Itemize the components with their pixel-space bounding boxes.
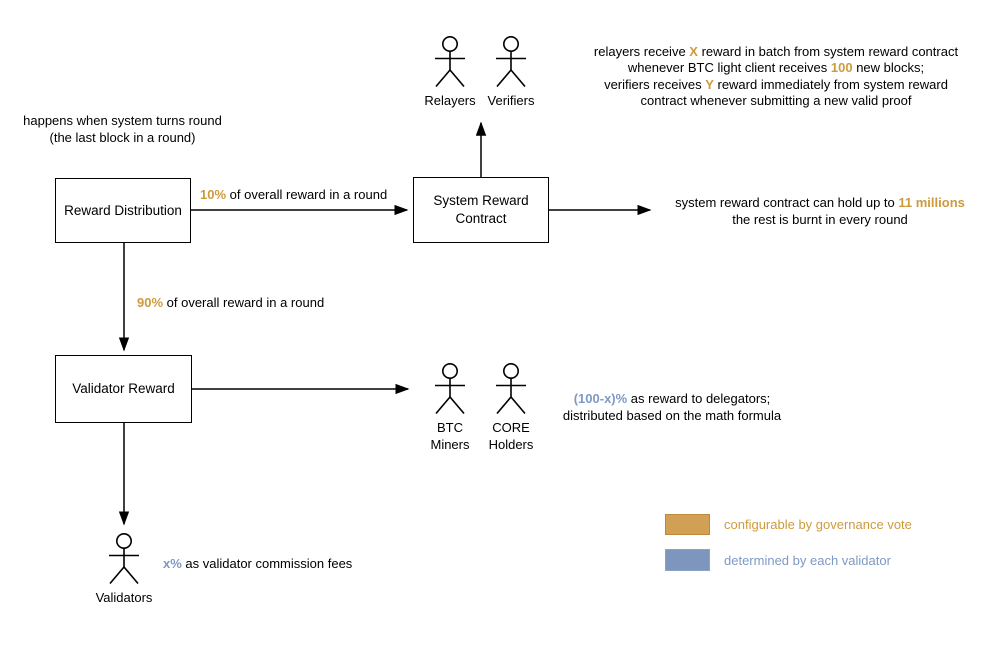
note-round-trigger-line2: (the last block in a round) [49,130,196,145]
text-segment: reward in batch from system reward contr… [697,44,959,59]
actor-verifiers: Verifiers [475,36,547,110]
validator-reward-label: Validator Reward [72,381,175,396]
actor-btc-miners: BTC Miners [414,363,486,453]
system-reward-contract-box: System Reward Contract [413,177,549,243]
core-holders-label-line1: CORE [492,420,530,435]
note-contract-cap-line1: system reward contract can hold up to 11… [670,194,970,211]
value-11-millions: 11 millions [898,195,965,210]
text-segment: as validator commission fees [181,556,353,571]
note-delegator-line1: (100-x)% as reward to delegators; [522,390,822,407]
btc-miners-label-line2: Miners [430,436,470,452]
legend-swatch-orange [665,514,710,535]
text-segment: relayers receive [593,44,690,59]
text-segment: system reward contract can hold up to [675,195,899,210]
value-90pct: 90% [137,295,164,310]
note-relayer-verifier-line4: contract whenever submitting a new valid… [640,92,912,108]
legend-row-validator: determined by each validator [665,549,891,571]
person-icon [109,533,139,585]
note-contract-cap-line2: the rest is burnt in every round [732,212,908,227]
text-segment: reward immediately from system reward [713,76,948,92]
note-delegator-reward: (100-x)% as reward to delegators; distri… [522,390,822,424]
edge-label-10pct-text: of overall reward in a round [226,187,388,202]
note-round-trigger-line1: happens when system turns round [23,113,222,128]
text-segment: whenever BTC light client receives [627,60,831,76]
note-contract-cap: system reward contract can hold up to 11… [670,194,970,228]
text-segment: verifiers receives [604,76,706,92]
value-10pct: 10% [200,187,227,202]
person-icon [496,363,526,415]
edge-label-10pct: 10% of overall reward in a round [200,186,387,203]
legend-swatch-blue [665,549,710,571]
note-relayer-verifier-line3: verifiers receives Y reward immediately … [576,77,976,93]
core-holders-label: CORE Holders [489,420,534,453]
text-segment: new blocks; [852,60,925,76]
verifiers-label: Verifiers [487,93,535,108]
validator-reward-box: Validator Reward [55,355,192,423]
validators-label: Validators [95,590,153,605]
edge-label-90pct: 90% of overall reward in a round [137,294,324,311]
legend-governance-label: configurable by governance vote [724,517,912,532]
note-relayer-verifier-reward: relayers receive X reward in batch from … [576,44,976,109]
actor-validators: Validators [88,533,160,607]
legend-validator-label: determined by each validator [724,552,891,568]
relayers-label: Relayers [424,93,476,108]
note-relayer-verifier-line1: relayers receive X reward in batch from … [576,44,976,60]
value-100-blocks: 100 [830,60,853,76]
person-icon [496,36,526,88]
person-icon [435,36,465,88]
person-icon [435,363,465,415]
note-relayer-verifier-line2: whenever BTC light client receives 100 n… [576,60,976,76]
core-holders-label-line2: Holders [488,436,534,452]
system-reward-contract-label: System Reward Contract [433,193,529,226]
reward-distribution-label: Reward Distribution [64,202,182,218]
note-delegator-line2: distributed based on the math formula [562,408,782,423]
edge-label-90pct-text: of overall reward in a round [163,295,325,310]
value-100-minus-x-pct: (100-x)% [573,391,628,406]
legend-row-governance: configurable by governance vote [665,514,912,535]
actor-relayers: Relayers [414,36,486,110]
reward-distribution-box: Reward Distribution [55,178,191,243]
note-commission: x% as validator commission fees [163,555,352,572]
text-segment: as reward to delegators; [627,391,771,406]
btc-miners-label-line1: BTC [436,420,463,435]
actor-core-holders: CORE Holders [475,363,547,453]
value-y-reward: Y [705,76,714,92]
note-round-trigger: happens when system turns round (the las… [10,112,235,146]
value-x-reward: X [689,44,698,59]
value-x-pct: x% [163,556,182,571]
btc-miners-label: BTC Miners [430,420,469,453]
